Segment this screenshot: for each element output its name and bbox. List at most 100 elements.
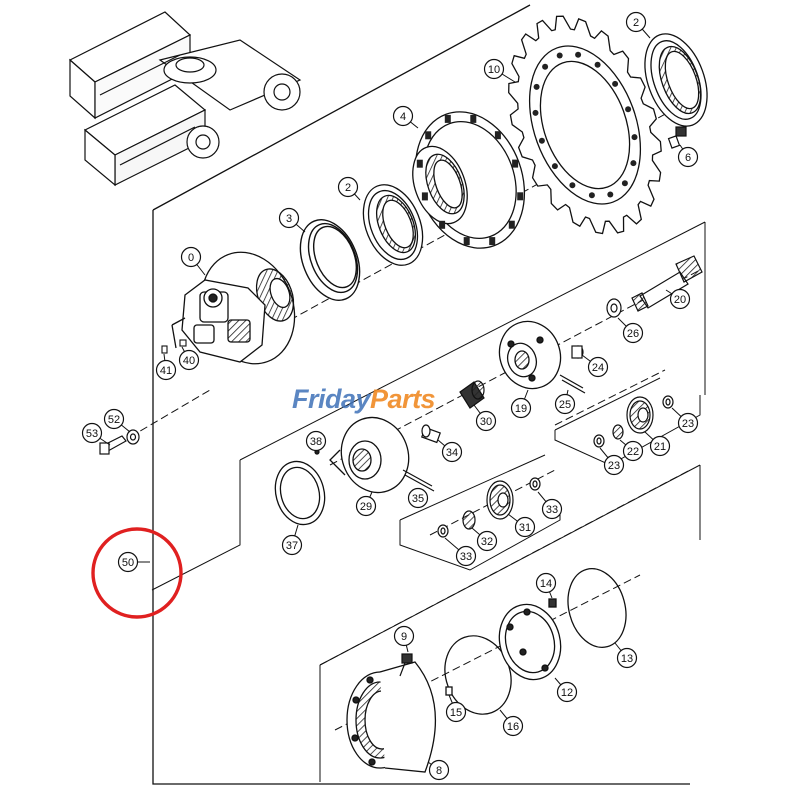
callout-circle — [278, 207, 300, 229]
callout-c12: 12 — [556, 681, 578, 703]
callout-number: 33 — [460, 551, 472, 563]
sub-assembly-brackets — [151, 221, 706, 782]
planet-gear-lower-illustration — [437, 477, 541, 538]
callout-number: 53 — [86, 428, 98, 440]
callout-c35: 35 — [407, 487, 429, 509]
callout-number: 50 — [122, 557, 134, 569]
undercarriage-frame-illustration — [68, 11, 302, 187]
callout-circle — [541, 498, 563, 520]
callout-circle — [616, 647, 638, 669]
callout-c8: 8 — [428, 759, 450, 781]
callout-number: 8 — [436, 765, 442, 777]
callout-number: 41 — [160, 365, 172, 377]
callout-circle — [514, 516, 536, 538]
callout-c13: 13 — [616, 647, 638, 669]
callout-circle — [502, 715, 524, 737]
callout-c4: 4 — [392, 105, 414, 127]
callout-circle — [441, 441, 463, 463]
pins-lower-illustration — [314, 424, 441, 492]
callout-c24: 24 — [587, 356, 609, 378]
callout-c34: 34 — [441, 441, 463, 463]
bearing-middle-illustration — [362, 184, 424, 266]
planet-gear-upper-illustration — [593, 395, 674, 448]
callout-c23b: 23 — [603, 454, 625, 476]
o-ring-13-illustration — [567, 568, 627, 648]
callout-circle — [305, 430, 327, 452]
callout-circle — [476, 530, 498, 552]
callout-circle — [535, 572, 557, 594]
callout-number: 22 — [627, 446, 639, 458]
callout-c32: 32 — [476, 530, 498, 552]
seal-ring-illustration — [299, 219, 361, 301]
callout-circle — [554, 393, 576, 415]
callout-c26: 26 — [622, 322, 644, 344]
callout-c41: 41 — [155, 359, 177, 381]
bearing-upper-illustration — [644, 33, 708, 127]
callout-circle — [355, 495, 377, 517]
callout-circle — [117, 551, 139, 573]
callout-c22: 22 — [622, 440, 644, 462]
callout-number: 16 — [507, 721, 519, 733]
hub-illustration — [412, 111, 526, 249]
ring-gear-housing-illustration — [346, 661, 437, 773]
callout-circle — [337, 176, 359, 198]
planet-carrier-lower-illustration — [329, 416, 410, 494]
callout-circle — [393, 625, 415, 647]
callout-circle — [483, 58, 505, 80]
callout-number: 12 — [561, 687, 573, 699]
callout-number: 4 — [400, 111, 406, 123]
callout-c10: 10 — [483, 58, 505, 80]
callout-circle — [392, 105, 414, 127]
callout-circle — [455, 545, 477, 567]
sprocket-illustration — [508, 15, 662, 235]
washer-26-illustration — [606, 298, 622, 318]
callout-number: 23 — [682, 418, 694, 430]
bolt-washer-illustration — [99, 429, 140, 455]
callout-number: 2 — [345, 182, 351, 194]
callout-number: 34 — [446, 447, 458, 459]
callout-number: 29 — [360, 501, 372, 513]
callout-circle — [445, 701, 467, 723]
callout-number: 20 — [674, 294, 686, 306]
callout-circle — [603, 454, 625, 476]
callout-circle — [281, 534, 303, 556]
callout-c2b: 2 — [337, 176, 359, 198]
callout-c29: 29 — [355, 495, 377, 517]
callout-number: 35 — [412, 493, 424, 505]
callout-c31: 31 — [514, 516, 536, 538]
callout-circle — [81, 422, 103, 444]
callout-number: 23 — [608, 460, 620, 472]
callout-number: 15 — [450, 707, 462, 719]
callout-circle — [475, 410, 497, 432]
callout-c20: 20 — [669, 288, 691, 310]
callout-number: 19 — [515, 403, 527, 415]
bolt-6-illustration — [667, 126, 687, 149]
plug-parts-illustration — [161, 339, 187, 354]
gasket-37-illustration — [274, 460, 326, 526]
bolt-9-illustration — [399, 653, 413, 677]
callout-circle — [407, 487, 429, 509]
callout-c50: 50 — [117, 551, 139, 573]
callout-number: 40 — [183, 355, 195, 367]
callout-number: 21 — [654, 441, 666, 453]
planet-carrier-upper-illustration — [498, 320, 562, 390]
cover-12-illustration — [498, 598, 562, 681]
callout-circle — [625, 11, 647, 33]
callout-c40: 40 — [178, 349, 200, 371]
callout-c33b: 33 — [455, 545, 477, 567]
callout-number: 33 — [546, 504, 558, 516]
callout-circle — [180, 246, 202, 268]
callout-circle — [677, 146, 699, 168]
callout-number: 30 — [480, 416, 492, 428]
callout-number: 24 — [592, 362, 604, 374]
callout-circle — [622, 322, 644, 344]
callout-c0: 0 — [180, 246, 202, 268]
callout-number: 0 — [188, 252, 194, 264]
callout-c16: 16 — [502, 715, 524, 737]
callout-number: 9 — [401, 631, 407, 643]
callout-circle — [622, 440, 644, 462]
callout-circle — [587, 356, 609, 378]
callout-c6: 6 — [677, 146, 699, 168]
callout-number: 6 — [685, 152, 691, 164]
callout-c30: 30 — [475, 410, 497, 432]
